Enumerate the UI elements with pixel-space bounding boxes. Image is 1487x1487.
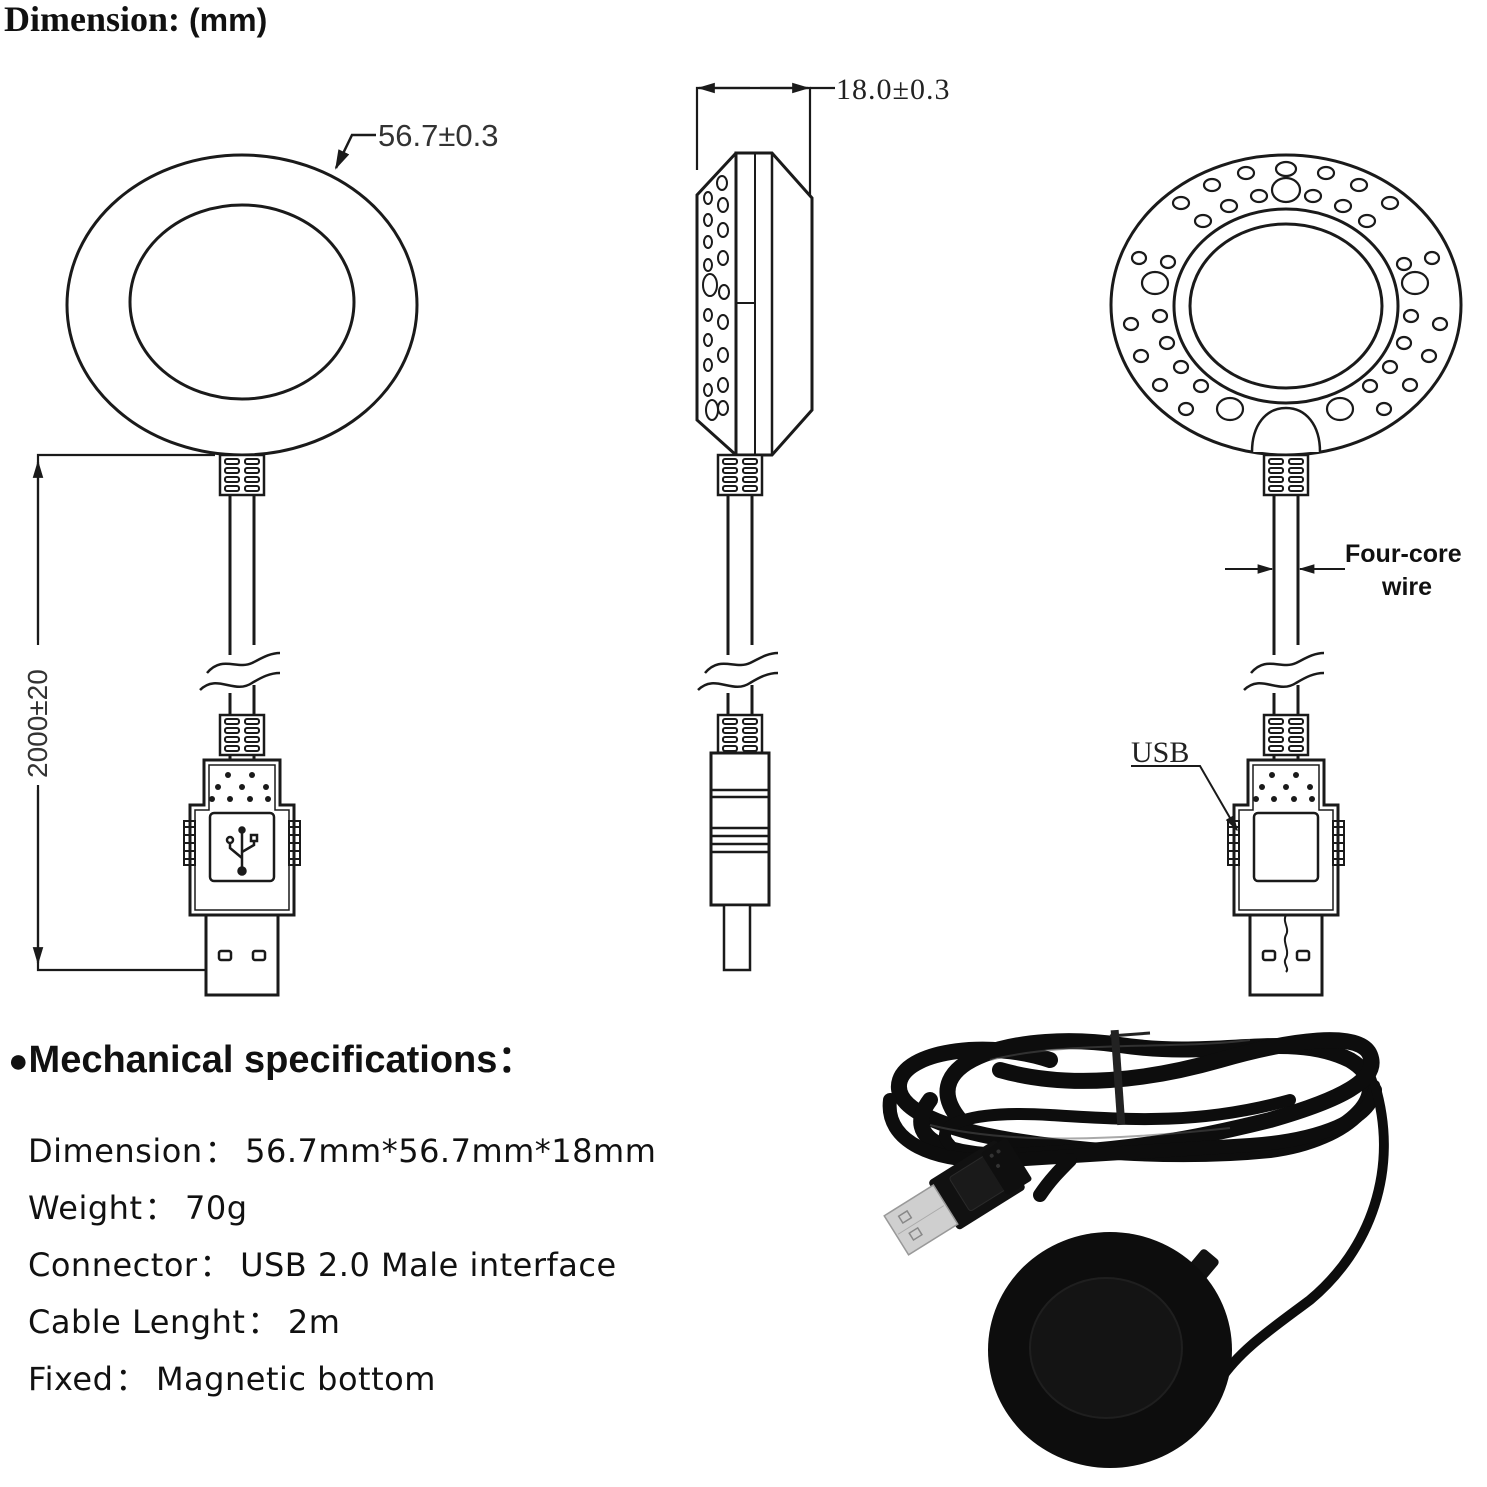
specs-heading: ●Mechanical specifications： [8,1028,656,1083]
spec-label: Fixed [28,1360,114,1398]
height-label: 18.0±0.3 [836,73,950,106]
usb-symbol-icon [225,826,259,876]
spec-label: Dimension [28,1132,203,1170]
bottom-view-drawing: Four-core wire USB [1109,153,1463,997]
usb-label: USB [1131,736,1189,769]
page-title: Dimension: (mm) [4,0,267,40]
specs-heading-text: Mechanical specifications： [28,1039,536,1081]
spec-value: 2m [287,1303,341,1341]
spec-row-fixed: Fixed：Magnetic bottom [28,1360,436,1398]
spec-value: 70g [185,1189,248,1227]
mechanical-specifications: ●Mechanical specifications： Dimension：56… [8,1028,656,1408]
spec-row-dimension: Dimension：56.7mm*56.7mm*18mm [28,1132,657,1170]
spec-value: 56.7mm*56.7mm*18mm [245,1132,657,1170]
spec-value: USB 2.0 Male interface [240,1246,617,1284]
side-view-drawing: 18.0±0.3 [695,73,950,972]
spec-row-weight: Weight：70g [28,1189,248,1227]
title-text: Dimension: [4,0,181,39]
product-photo [882,1029,1389,1468]
spec-label: Weight [28,1189,143,1227]
spec-list: Dimension：56.7mm*56.7mm*18mm Weight：70g … [28,1123,656,1408]
spec-label: Cable Lenght [28,1303,246,1341]
spec-row-connector: Connector：USB 2.0 Male interface [28,1246,617,1284]
technical-drawing: 56.7±0.3 2000±20 18.0±0.3 [22,73,1463,997]
title-unit: (mm) [189,2,268,38]
wire-label-line2: wire [1381,573,1432,601]
diameter-label: 56.7±0.3 [378,118,498,153]
top-view-drawing: 56.7±0.3 2000±20 [22,118,498,997]
spec-label: Connector [28,1246,198,1284]
spec-row-cable-length: Cable Lenght：2m [28,1303,341,1341]
spec-value: Magnetic bottom [155,1360,436,1398]
wire-label-line1: Four-core [1345,540,1462,568]
cable-length-label: 2000±20 [22,669,53,778]
bullet-icon: ● [8,1042,29,1080]
